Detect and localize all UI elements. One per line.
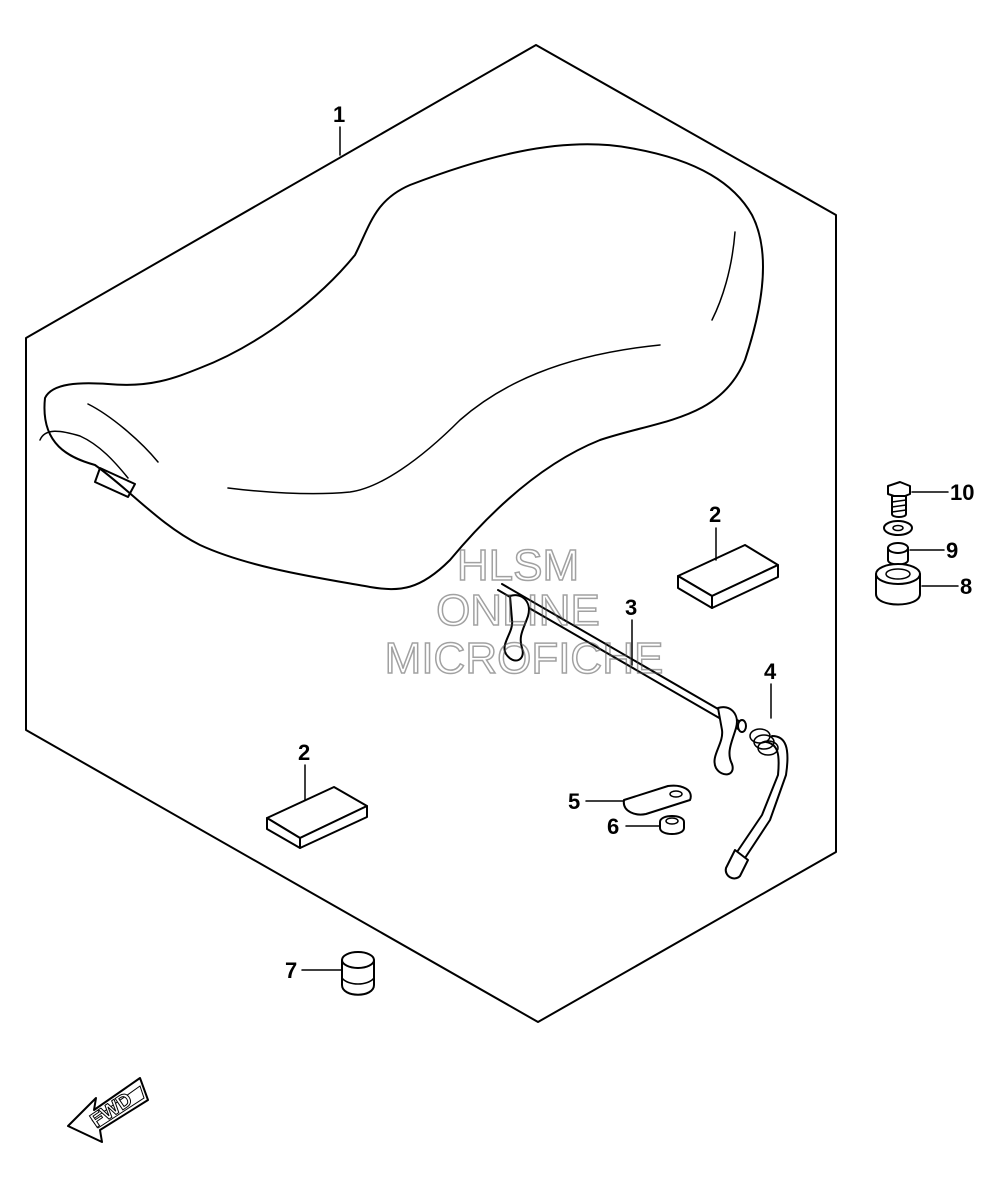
svg-text:MICROFICHE: MICROFICHE — [385, 634, 664, 683]
pad-left[interactable] — [266, 786, 368, 849]
fwd-arrow-icon: FWD — [67, 1077, 149, 1143]
bolt[interactable] — [887, 481, 911, 518]
washer[interactable] — [883, 520, 913, 566]
spring[interactable] — [724, 728, 789, 880]
watermark: HLSM ONLINE MICROFICHE — [384, 540, 664, 684]
assembly-outline — [25, 44, 837, 1023]
callout-2-right[interactable]: 2 — [709, 502, 721, 527]
callout-8[interactable]: 8 — [960, 574, 972, 599]
hook-rod[interactable] — [497, 583, 747, 776]
callout-10[interactable]: 10 — [950, 480, 974, 505]
seat[interactable] — [39, 143, 765, 591]
callout-5[interactable]: 5 — [568, 789, 580, 814]
nut[interactable] — [659, 815, 685, 835]
cushion[interactable] — [341, 951, 375, 996]
callout-6[interactable]: 6 — [607, 814, 619, 839]
callout-7[interactable]: 7 — [285, 958, 297, 983]
svg-text:ONLINE: ONLINE — [436, 586, 600, 635]
callout-3[interactable]: 3 — [625, 595, 637, 620]
plate[interactable] — [622, 784, 692, 816]
callout-2-left[interactable]: 2 — [298, 740, 310, 765]
callout-4[interactable]: 4 — [764, 659, 777, 684]
spacer[interactable] — [875, 563, 921, 606]
svg-text:HLSM: HLSM — [457, 541, 579, 590]
pad-right[interactable] — [677, 544, 779, 609]
callout-1[interactable]: 1 — [333, 102, 345, 127]
callout-9[interactable]: 9 — [946, 538, 958, 563]
